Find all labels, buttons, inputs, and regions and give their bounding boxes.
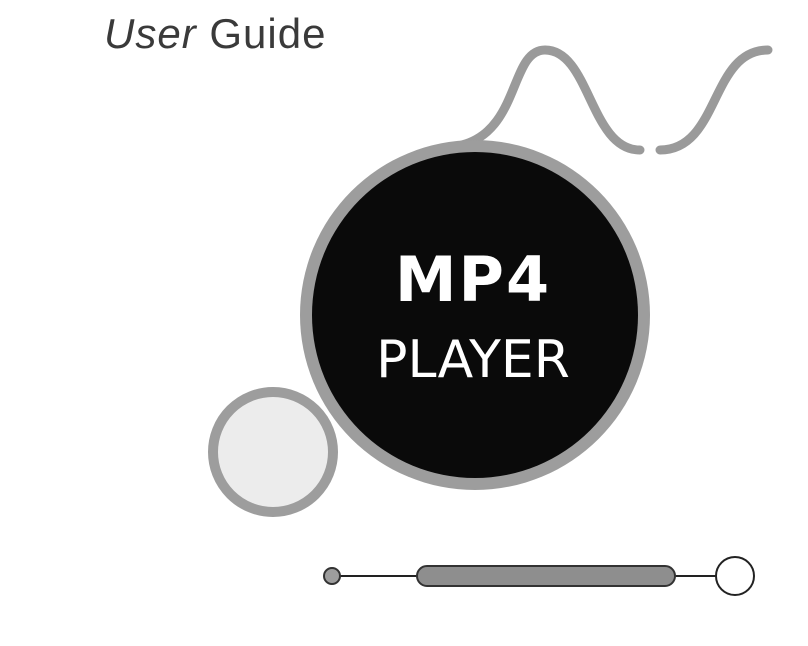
wave-decoration-tail-icon [660, 50, 768, 150]
small-disc-icon [213, 392, 333, 512]
slider-end-knob [716, 557, 754, 595]
slider-start-dot [324, 568, 340, 584]
product-title-player: PLAYER [323, 330, 623, 390]
product-title-mp4: MP4 [323, 243, 623, 316]
slider-bar [417, 566, 675, 586]
slider-decoration-icon [324, 557, 754, 595]
wave-decoration-icon [462, 50, 640, 150]
